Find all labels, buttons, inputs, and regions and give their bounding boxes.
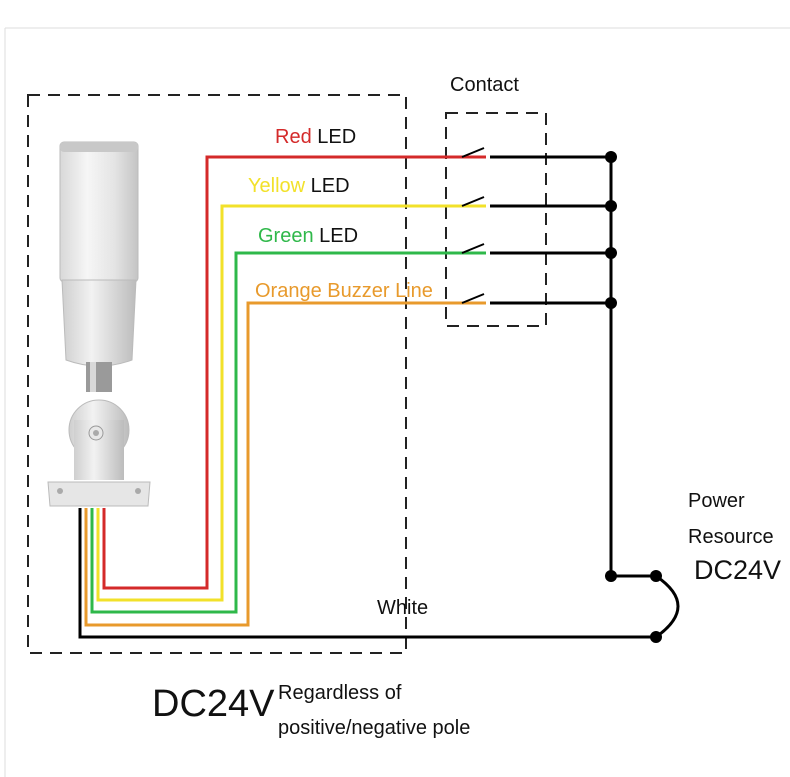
polarity-note-line2: positive/negative pole xyxy=(278,717,471,739)
wire-yellow xyxy=(96,204,486,602)
wire-color-name-orange: Orange Buzzer Line xyxy=(255,280,433,302)
wire-label-yellow: Yellow LED xyxy=(248,176,350,196)
contact-boundary xyxy=(445,112,547,327)
power-label-line2: Resource xyxy=(688,526,774,548)
wire-suffix-green: LED xyxy=(319,225,359,247)
common-wire-label: White xyxy=(377,597,429,619)
tower-light-icon xyxy=(47,141,151,507)
device-boundary xyxy=(27,94,407,654)
wire-color-name-green: Green xyxy=(258,225,314,247)
wire-color-name-red: Red xyxy=(275,126,312,148)
junction-dots xyxy=(605,151,662,643)
wire-orange xyxy=(84,301,486,627)
wire-suffix-red: LED xyxy=(317,126,357,148)
supply-voltage-label: DC24V xyxy=(152,683,275,725)
wire-label-orange: Orange Buzzer Line xyxy=(255,281,433,301)
wire-white-common xyxy=(78,508,656,639)
wire-color-name-yellow: Yellow xyxy=(248,175,306,197)
bus-lines xyxy=(490,155,680,639)
contact-switches xyxy=(461,147,485,304)
wire-green xyxy=(90,251,486,614)
wire-red xyxy=(102,155,486,590)
power-label-line1: Power xyxy=(688,490,745,512)
wire-label-green: Green LED xyxy=(258,226,358,246)
contact-label: Contact xyxy=(450,74,519,96)
wire-label-red: Red LED xyxy=(275,127,356,147)
power-voltage-label: DC24V xyxy=(694,555,782,585)
wire-suffix-yellow: LED xyxy=(310,175,350,197)
polarity-note-line1: Regardless of xyxy=(278,682,402,704)
